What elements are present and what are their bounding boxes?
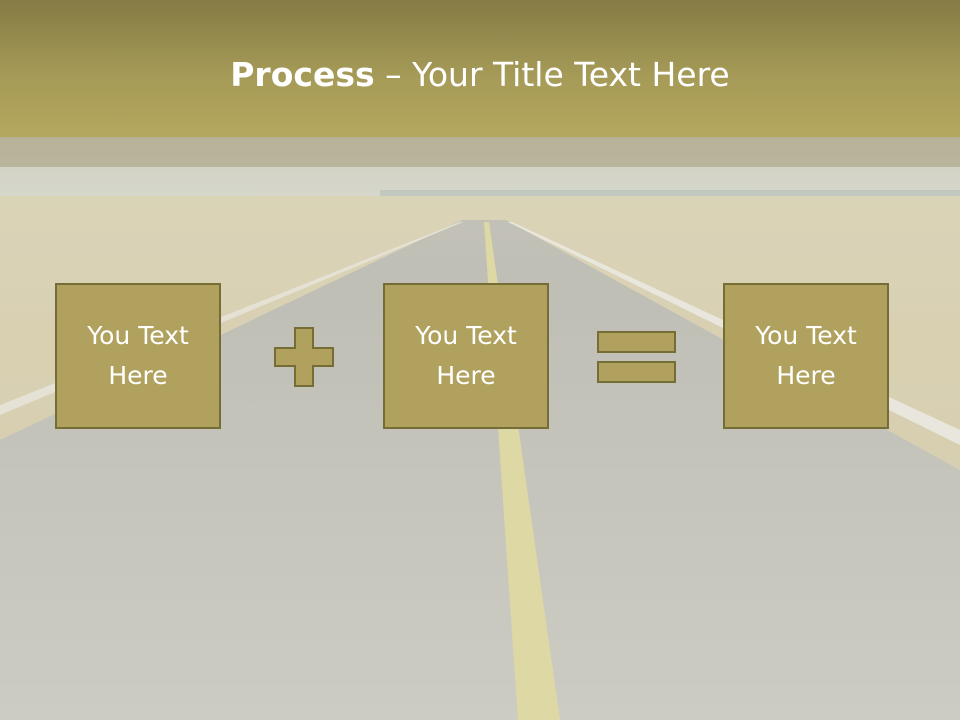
- title-band: [0, 0, 960, 137]
- process-box-1[interactable]: You Text Here: [55, 283, 221, 429]
- slide-title[interactable]: Process – Your Title Text Here: [0, 54, 960, 96]
- process-box-3-text: You Text Here: [755, 321, 857, 390]
- process-box-2[interactable]: You Text Here: [383, 283, 549, 429]
- equals-icon: [597, 331, 676, 383]
- title-band-shadow: [0, 137, 960, 167]
- process-box-2-text: You Text Here: [415, 321, 517, 390]
- slide-title-bold: Process: [230, 55, 375, 94]
- slide-title-rest: – Your Title Text Here: [374, 55, 730, 94]
- process-box-3[interactable]: You Text Here: [723, 283, 889, 429]
- process-box-1-text: You Text Here: [87, 321, 189, 390]
- plus-icon: [274, 327, 334, 387]
